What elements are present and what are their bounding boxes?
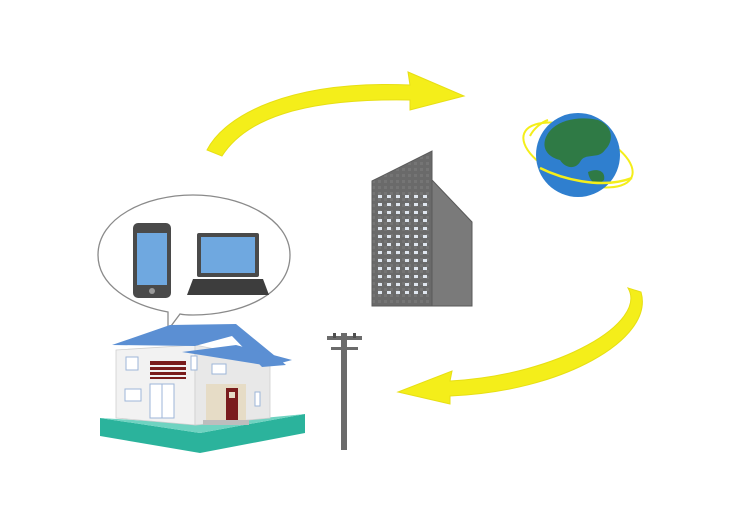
building-window	[405, 219, 409, 222]
building-window	[396, 267, 400, 270]
building-window	[414, 227, 418, 230]
building-window	[396, 291, 400, 294]
building-window	[396, 243, 400, 246]
building-window	[423, 275, 427, 278]
building-window	[396, 195, 400, 198]
building-window	[378, 219, 382, 222]
building-window	[396, 259, 400, 262]
building-window	[423, 227, 427, 230]
building-window	[378, 195, 382, 198]
building-window	[414, 195, 418, 198]
building-window	[387, 227, 391, 230]
building-window	[405, 195, 409, 198]
building-window	[387, 259, 391, 262]
building-window	[414, 243, 418, 246]
building-window	[423, 235, 427, 238]
building-window	[405, 203, 409, 206]
building-window	[423, 211, 427, 214]
building-window	[378, 203, 382, 206]
building-window	[387, 243, 391, 246]
building-window	[414, 219, 418, 222]
building-window	[396, 211, 400, 214]
building-window	[387, 283, 391, 286]
building-window	[414, 235, 418, 238]
smartphone-icon	[133, 223, 171, 298]
arrow-right-icon	[206, 71, 466, 157]
building-window	[405, 267, 409, 270]
building-window	[396, 227, 400, 230]
building-windows	[378, 195, 427, 294]
building-window	[405, 283, 409, 286]
building-window	[423, 267, 427, 270]
building-window	[414, 275, 418, 278]
building-window	[423, 251, 427, 254]
building-window	[423, 283, 427, 286]
globe-icon	[522, 113, 634, 197]
building-window	[423, 243, 427, 246]
building-window	[423, 203, 427, 206]
building-window	[387, 267, 391, 270]
building-window	[405, 211, 409, 214]
building-window	[423, 291, 427, 294]
building-window	[387, 211, 391, 214]
building-window	[396, 203, 400, 206]
building-window	[405, 259, 409, 262]
speech-bubble-icon	[97, 194, 291, 332]
building-window	[378, 211, 382, 214]
building-window	[396, 251, 400, 254]
building-window	[423, 195, 427, 198]
laptop-icon	[187, 233, 269, 295]
building-window	[387, 275, 391, 278]
building-window	[405, 227, 409, 230]
building-window	[387, 219, 391, 222]
building-window	[387, 235, 391, 238]
building-window	[387, 195, 391, 198]
building-window	[378, 235, 382, 238]
building-window	[414, 211, 418, 214]
building-window	[396, 283, 400, 286]
building-window	[378, 259, 382, 262]
building-window	[414, 283, 418, 286]
building-window	[414, 259, 418, 262]
building-window	[414, 267, 418, 270]
building-window	[378, 227, 382, 230]
building-window	[414, 251, 418, 254]
building-window	[378, 291, 382, 294]
building-window	[405, 235, 409, 238]
building-window	[414, 291, 418, 294]
arrow-left-icon	[396, 287, 643, 405]
building-window	[405, 251, 409, 254]
building-window	[378, 243, 382, 246]
utility-pole-icon	[327, 333, 362, 450]
building-window	[387, 203, 391, 206]
building-window	[378, 275, 382, 278]
building-window	[423, 219, 427, 222]
building-window	[414, 203, 418, 206]
office-building-icon	[371, 150, 473, 307]
building-window	[387, 291, 391, 294]
building-window	[396, 275, 400, 278]
building-window	[396, 235, 400, 238]
building-window	[378, 251, 382, 254]
building-window	[405, 243, 409, 246]
building-window	[405, 275, 409, 278]
building-window	[378, 283, 382, 286]
building-window	[387, 251, 391, 254]
building-window	[405, 291, 409, 294]
house-icon	[100, 324, 305, 453]
building-window	[423, 259, 427, 262]
building-window	[396, 219, 400, 222]
building-window	[378, 267, 382, 270]
